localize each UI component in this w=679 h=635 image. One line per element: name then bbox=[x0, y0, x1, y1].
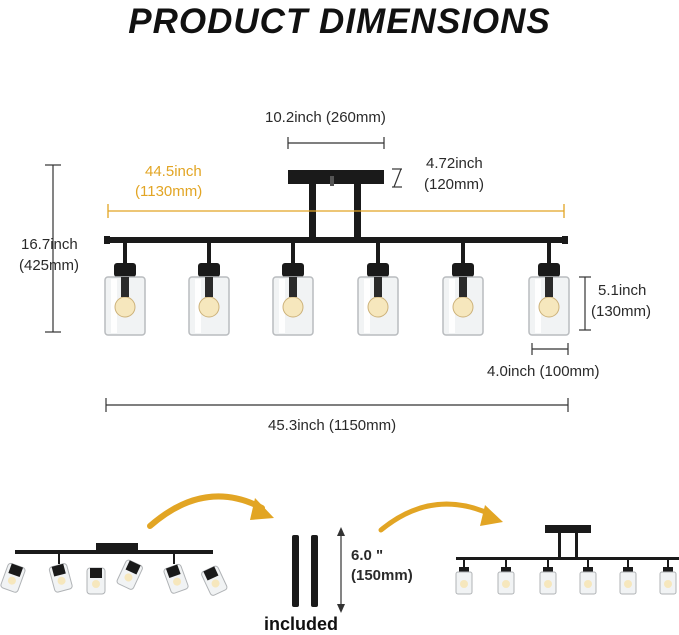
bar-length-dimension bbox=[107, 204, 565, 218]
flat-mount-fixture bbox=[0, 543, 229, 597]
extension-rods bbox=[292, 535, 318, 607]
rod-length-inch-label: 6.0 " bbox=[351, 547, 384, 564]
page-title: PRODUCT DIMENSIONS bbox=[128, 2, 551, 41]
arrow-1 bbox=[147, 493, 265, 529]
bar-length-mm-label: (1130mm) bbox=[135, 183, 203, 200]
total-height-mm-label: (425mm) bbox=[19, 257, 80, 274]
shade-height-dimension bbox=[579, 276, 591, 331]
rod-length-mm-label: (150mm) bbox=[351, 567, 413, 584]
canopy-height-inch-label: 4.72inch bbox=[426, 155, 483, 172]
arrow-2 bbox=[378, 501, 493, 533]
bar-length-inch-label: 44.5inch bbox=[145, 163, 202, 180]
canopy-width-dimension bbox=[287, 137, 385, 149]
shade-width-dimension bbox=[531, 343, 569, 355]
lamp-row bbox=[104, 242, 570, 336]
overall-length-dimension bbox=[105, 398, 569, 412]
total-height-dimension bbox=[45, 164, 61, 333]
shade-height-inch-label: 5.1inch bbox=[598, 282, 647, 299]
canopy-width-label: 10.2inch (260mm) bbox=[265, 109, 386, 126]
fixture-bar bbox=[108, 237, 564, 243]
rod-length-dimension bbox=[337, 527, 345, 613]
canopy-height-dimension bbox=[392, 168, 402, 188]
total-height-inch-label: 16.7inch bbox=[21, 236, 78, 253]
shade-height-mm-label: (130mm) bbox=[591, 303, 652, 320]
shade-width-label: 4.0inch (100mm) bbox=[487, 363, 600, 380]
canopy-height-mm-label: (120mm) bbox=[424, 176, 485, 193]
overall-length-label: 45.3inch (1150mm) bbox=[268, 417, 397, 434]
rods-included-label: included bbox=[264, 614, 339, 634]
rod-mount-fixture bbox=[455, 525, 679, 595]
canopy bbox=[288, 170, 384, 238]
